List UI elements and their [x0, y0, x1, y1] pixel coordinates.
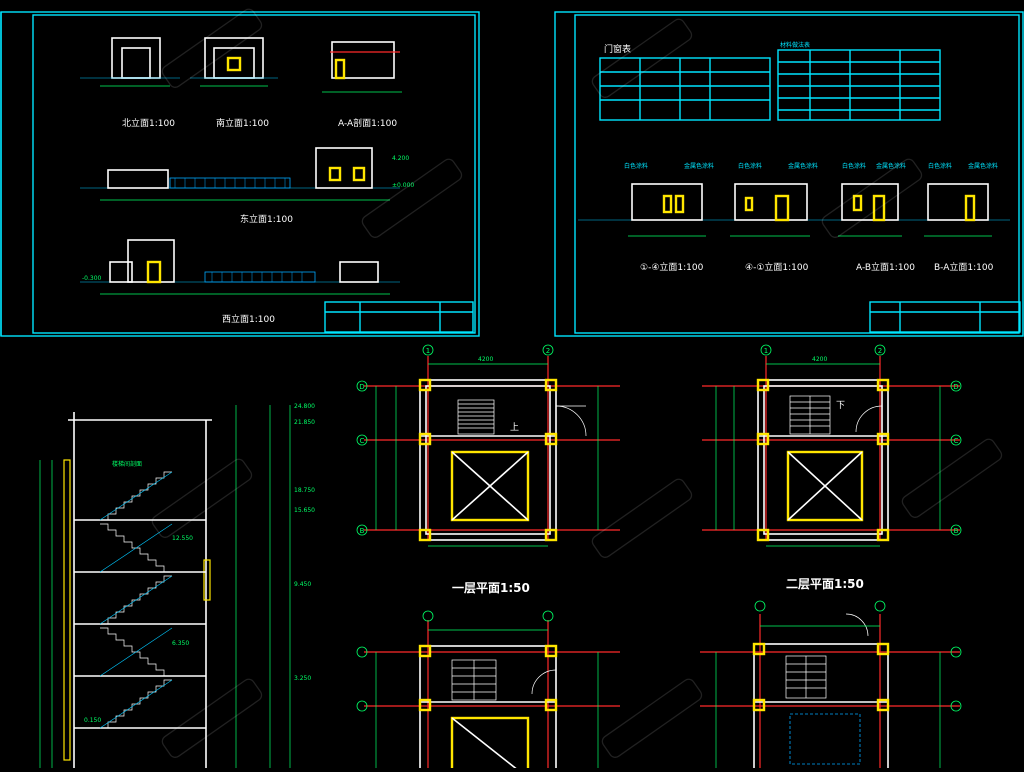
section-level-2: 18.750: [294, 487, 315, 494]
aa-section: A-A剖面1:100: [322, 41, 402, 129]
stair-section: 楼梯间剖面 24.800 21.850 18.750 15.650 12.550…: [39, 403, 315, 768]
sheet-1-elevations: 北立面1:100 南立面1:100 A-A剖面1:100: [0, 11, 480, 337]
finish-label-5: 金属色涂料: [876, 162, 906, 170]
south-elevation-title: 南立面1:100: [216, 117, 269, 129]
finish-label-0: 白色涂料: [624, 162, 648, 170]
plan1-axis-1: 1: [426, 347, 430, 355]
plan1-title: 一层平面1:50: [452, 581, 530, 595]
section-level-0: 24.800: [294, 403, 315, 410]
plan2-axis-2: 2: [878, 347, 882, 355]
elevation-title-2: ④-①立面1:100: [745, 261, 809, 273]
elevation-title-3: A-B立面1:100: [856, 261, 915, 273]
plan-roof-partial: [700, 600, 962, 772]
finish-label-6: 白色涂料: [928, 162, 952, 170]
east-elevation: 东立面1:100 4.200 ±0.000: [80, 147, 414, 225]
finish-label-7: 金属色涂料: [968, 162, 998, 170]
finish-label-4: 白色涂料: [842, 162, 866, 170]
west-elevation: 西立面1:100 -0.300: [80, 239, 400, 325]
section-level-7: 3.250: [294, 675, 311, 682]
finish-label-2: 白色涂料: [738, 162, 762, 170]
plan1-up-label: 上: [510, 422, 519, 433]
level-label-3: -0.300: [82, 275, 102, 282]
plan2-title: 二层平面1:50: [786, 577, 864, 591]
finish-label-1: 金属色涂料: [684, 162, 714, 170]
plan1-axis-2: 2: [546, 347, 550, 355]
finish-label-3: 金属色涂料: [788, 162, 818, 170]
level-label-0: 4.200: [392, 155, 409, 162]
door-window-table: 门窗表: [599, 43, 771, 121]
section-note: 楼梯间剖面: [112, 460, 142, 468]
section-level-5: 9.450: [294, 581, 311, 588]
watermark-pattern: [151, 8, 1003, 758]
plan1-stair: 上: [457, 399, 519, 435]
plan-first-floor: 上 4200 1 2 D C B 一层平面1:50: [356, 344, 620, 595]
plan2-overall-width: 4200: [812, 356, 827, 363]
plan-second-floor: 下 4200 1 2 D C B 二层平面1:50: [702, 344, 962, 591]
section-level-6: 6.350: [172, 640, 189, 647]
north-elevation-title: 北立面1:100: [122, 117, 175, 129]
door-window-table-title: 门窗表: [604, 43, 631, 55]
sheet-2-title-block: [869, 301, 1021, 333]
plan2-axis-1: 1: [764, 347, 768, 355]
plan2-dimensions: 4200: [715, 356, 941, 547]
sheet-2-elevations: 门窗表 材料做法表: [554, 11, 1024, 337]
plan1-axis-c: C: [360, 437, 365, 445]
plan1-axis-bubbles: 1 2 D C B: [356, 344, 554, 536]
section-level-8: 0.150: [84, 717, 101, 724]
section-level-4: 12.550: [172, 535, 193, 542]
elevation-title-1: ①-④立面1:100: [640, 261, 704, 273]
plan-third-floor-partial: [356, 610, 620, 772]
section-level-marks: 24.800 21.850 18.750 15.650 12.550 9.450…: [39, 403, 315, 768]
stair-flights: [74, 471, 206, 729]
elevation-title-4: B-A立面1:100: [934, 261, 994, 273]
section-level-3: 15.650: [294, 507, 315, 514]
section-level-1: 21.850: [294, 419, 315, 426]
sheet-1-title-block: [324, 301, 474, 333]
plan2-axis-bubbles: 1 2 D C B: [760, 344, 962, 536]
plan1-axis-b: B: [360, 527, 365, 535]
level-label-2: ±0.000: [392, 182, 414, 189]
plan1-overall-width: 4200: [478, 356, 493, 363]
north-elevation: 北立面1:100: [80, 37, 180, 129]
plan2-axis-b: B: [954, 527, 959, 535]
east-elevation-title: 东立面1:100: [240, 213, 293, 225]
plan2-axis-d: D: [953, 383, 958, 391]
south-elevation: 南立面1:100: [190, 37, 278, 129]
plan1-axis-d: D: [359, 383, 364, 391]
materials-table: 材料做法表: [777, 41, 941, 121]
aa-section-title: A-A剖面1:100: [338, 117, 397, 129]
plan2-axis-c: C: [954, 437, 959, 445]
west-elevation-title: 西立面1:100: [222, 313, 275, 325]
plan2-stair: 下: [789, 395, 845, 435]
gatehouse-elevations: 白色涂料 金属色涂料 白色涂料 金属色涂料 白色涂料 金属色涂料 白色涂料 金属…: [578, 162, 1010, 273]
materials-table-title: 材料做法表: [780, 41, 810, 49]
plan1-dimensions: 4200: [375, 356, 599, 547]
plan2-down-label: 下: [836, 401, 845, 411]
